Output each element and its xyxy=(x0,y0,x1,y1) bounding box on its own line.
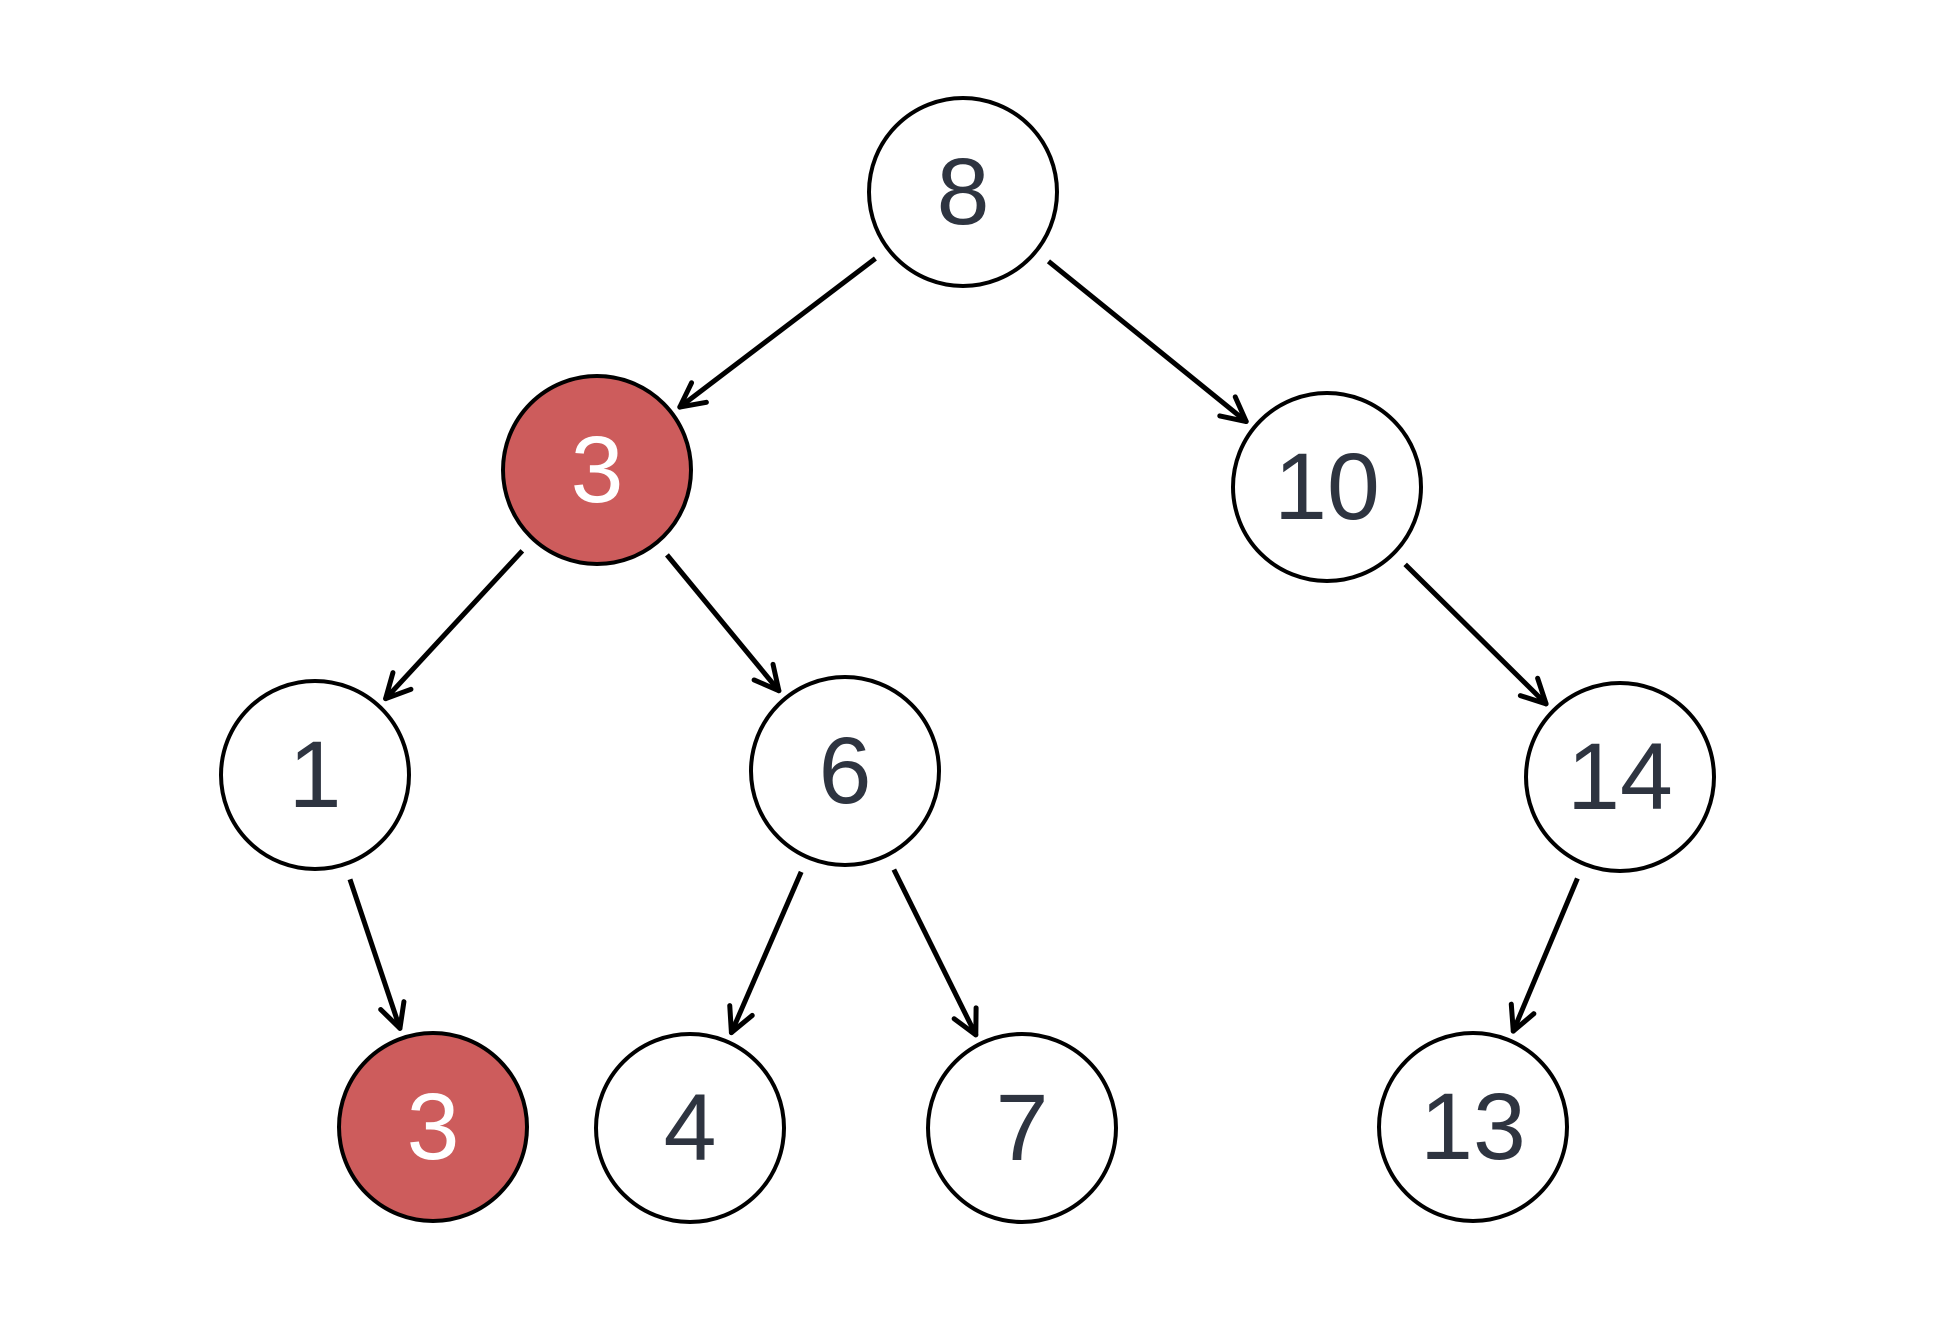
tree-edge xyxy=(665,553,782,694)
tree-node: 8 xyxy=(867,96,1059,288)
tree-node: 13 xyxy=(1377,1031,1569,1223)
tree-node: 6 xyxy=(749,675,941,867)
tree-edge-segment xyxy=(728,1012,755,1036)
tree-node-label: 7 xyxy=(995,1074,1049,1181)
tree-edge-segment xyxy=(1508,1001,1516,1034)
tree-edge-segment xyxy=(751,677,782,694)
tree-node-highlighted: 3 xyxy=(337,1031,529,1223)
tree-edge-segment xyxy=(729,870,804,1034)
tree-edge-segment xyxy=(383,549,525,701)
tree-node-label: 14 xyxy=(1567,723,1673,830)
tree-node-label: 4 xyxy=(663,1074,717,1181)
tree-edge-segment xyxy=(770,661,782,694)
tree-edge-segment xyxy=(951,1016,979,1038)
tree-node: 14 xyxy=(1524,681,1716,873)
tree-edge-segment xyxy=(677,399,709,410)
tree-node: 10 xyxy=(1231,391,1423,583)
tree-edge-segment xyxy=(727,1003,734,1036)
tree-edge-segment xyxy=(1510,1011,1537,1034)
tree-edge xyxy=(1508,877,1580,1034)
tree-node: 1 xyxy=(219,679,411,871)
tree-edge xyxy=(383,549,525,702)
tree-edge-segment xyxy=(665,553,781,693)
tree-edge xyxy=(1403,562,1549,707)
tree-edge xyxy=(1046,259,1249,425)
tree-edge-segment xyxy=(383,686,414,702)
tree-node-label: 10 xyxy=(1274,433,1380,540)
tree-edge-segment xyxy=(1232,394,1249,425)
tree-edge-segment xyxy=(397,999,407,1031)
tree-node: 7 xyxy=(926,1032,1118,1224)
tree-edge-segment xyxy=(1510,877,1580,1033)
tree-edge xyxy=(891,868,979,1038)
tree-edge-segment xyxy=(383,670,396,702)
tree-node-label: 13 xyxy=(1420,1073,1526,1180)
tree-node-label: 3 xyxy=(406,1073,460,1180)
tree-node-label: 6 xyxy=(818,717,872,824)
tree-node: 4 xyxy=(594,1032,786,1224)
tree-edge xyxy=(727,870,804,1036)
tree-edge-segment xyxy=(677,380,695,410)
tree-edge xyxy=(677,256,877,410)
tree-node-label: 1 xyxy=(288,721,342,828)
tree-node-label: 3 xyxy=(570,416,624,523)
tree-edge-segment xyxy=(347,878,403,1030)
tree-edge-segment xyxy=(678,256,877,410)
tree-edge-segment xyxy=(891,868,979,1036)
tree-edge-segment xyxy=(1517,693,1549,707)
tree-edge-segment xyxy=(1403,562,1548,706)
tree-node-highlighted: 3 xyxy=(501,374,693,566)
tree-edge-segment xyxy=(1535,675,1549,707)
tree-edge xyxy=(347,878,407,1031)
tree-node-label: 8 xyxy=(936,138,990,245)
tree-edge-segment xyxy=(378,1006,403,1031)
tree-edge-segment xyxy=(1217,413,1249,425)
tree-edge-segment xyxy=(1046,259,1248,424)
